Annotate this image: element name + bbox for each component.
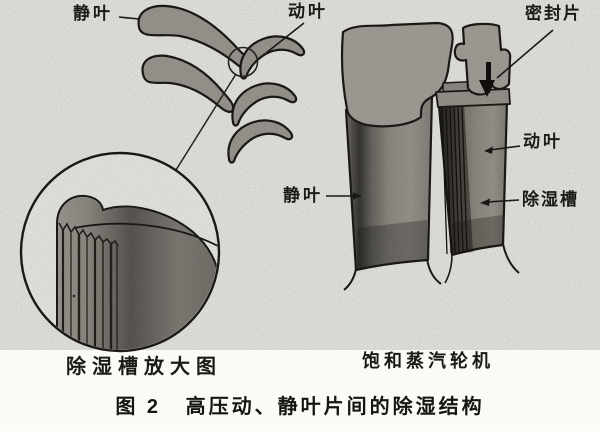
label-stator-upper: 静叶 — [73, 4, 113, 23]
label-seal-strip: 密封片 — [525, 4, 582, 23]
label-rotor-upper: 动叶 — [288, 2, 328, 21]
figure-title: 高压动、静叶片间的除湿结构 — [185, 396, 485, 418]
figure-caption: 图 2 高压动、静叶片间的除湿结构 — [0, 390, 600, 419]
label-rotor-turbine: 动叶 — [523, 132, 563, 151]
figure-number: 图 2 — [115, 396, 162, 418]
caption-enlarged-view: 除湿槽放大图 — [66, 356, 222, 378]
scan-grain-overlay — [0, 0, 600, 350]
label-stator-turbine: 静叶 — [283, 186, 323, 205]
caption-turbine: 饱和蒸汽轮机 — [362, 351, 494, 371]
label-groove-turbine: 除湿槽 — [522, 190, 579, 209]
